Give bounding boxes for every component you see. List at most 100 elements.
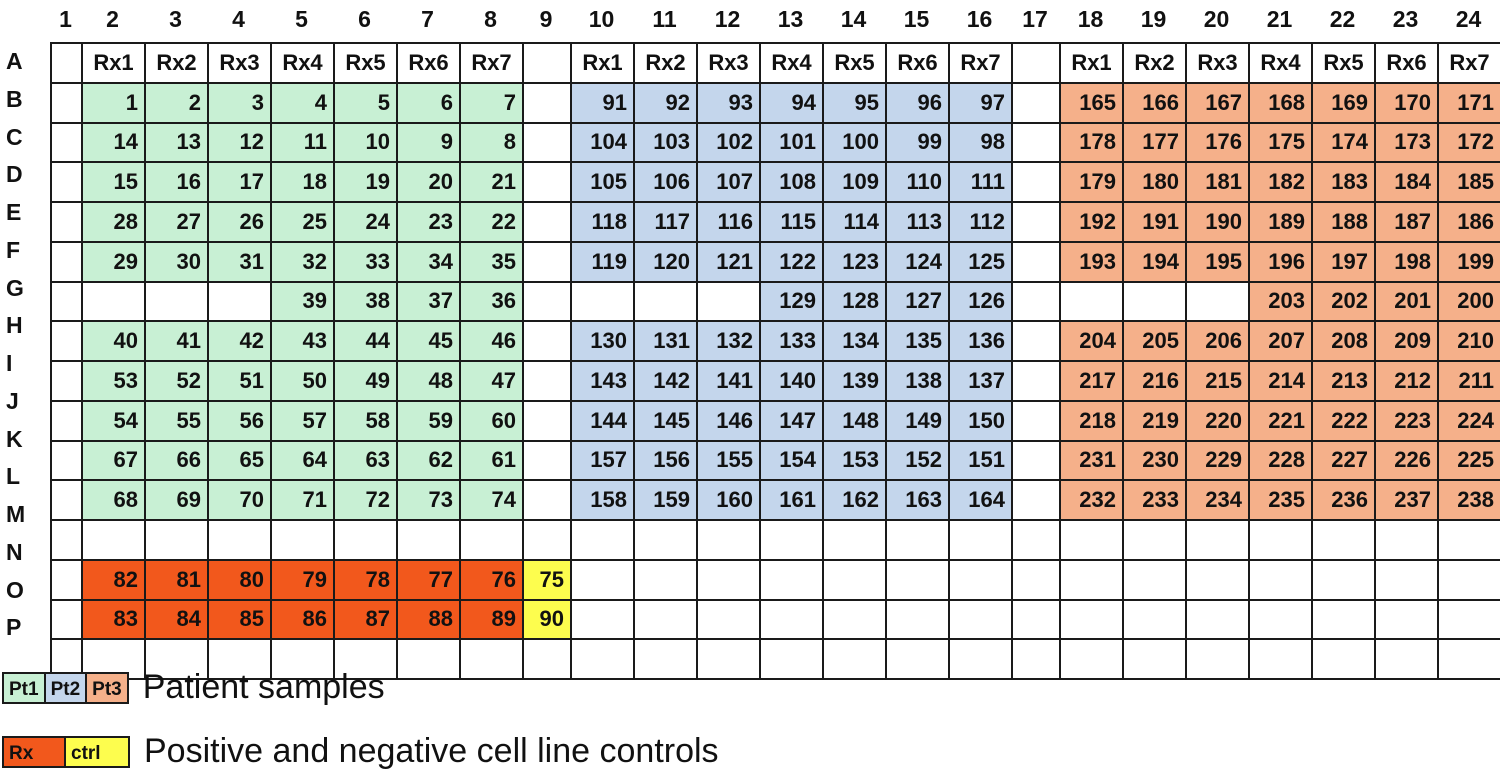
well-cell: 235 xyxy=(1248,479,1313,521)
well-cell xyxy=(522,439,572,482)
well-cell: 220 xyxy=(1185,399,1250,442)
well-cell xyxy=(1011,320,1061,362)
well-cell xyxy=(1248,558,1313,601)
well-cell xyxy=(522,280,572,323)
well-cell: 232 xyxy=(1059,479,1124,521)
well-cell: 116 xyxy=(696,201,761,243)
column-number: 19 xyxy=(1140,6,1167,32)
well-cell: 156 xyxy=(633,439,698,482)
well-cell xyxy=(1185,598,1250,641)
drug-header-cell: Rx2 xyxy=(633,42,698,84)
well-cell: 58 xyxy=(333,399,398,442)
column-number: 7 xyxy=(421,6,434,32)
well-cell: 90 xyxy=(522,598,572,641)
well-cell: 186 xyxy=(1437,201,1500,243)
well-cell xyxy=(570,638,635,680)
well-cell: 223 xyxy=(1374,399,1439,442)
drug-header-cell xyxy=(50,42,83,84)
row-label: E xyxy=(6,199,22,225)
well-cell: 22 xyxy=(459,201,524,243)
row-label: I xyxy=(6,350,13,376)
well-cell xyxy=(570,558,635,601)
drug-header-cell xyxy=(1011,42,1061,84)
well-cell: 70 xyxy=(207,479,272,521)
well-cell: 74 xyxy=(459,479,524,521)
well-cell xyxy=(270,638,335,680)
well-cell: 176 xyxy=(1185,121,1250,164)
legend-patient-text: Patient samples xyxy=(142,668,385,706)
well-cell: 175 xyxy=(1248,121,1313,164)
well-cell xyxy=(1122,638,1187,680)
well-cell: 119 xyxy=(570,240,635,283)
well-cell: 115 xyxy=(759,201,824,243)
drug-header-cell: Rx1 xyxy=(81,42,146,84)
well-cell xyxy=(522,201,572,243)
well-cell: 126 xyxy=(948,280,1013,323)
drug-header-cell: Rx2 xyxy=(1122,42,1187,84)
well-cell: 204 xyxy=(1059,320,1124,362)
well-cell xyxy=(270,519,335,561)
well-cell xyxy=(1122,598,1187,641)
well-cell xyxy=(822,638,887,680)
well-cell: 52 xyxy=(144,360,209,402)
column-number: 13 xyxy=(777,6,804,32)
well-cell: 171 xyxy=(1437,81,1500,124)
well-cell: 26 xyxy=(207,201,272,243)
well-cell: 132 xyxy=(696,320,761,362)
well-cell xyxy=(948,598,1013,641)
well-cell: 50 xyxy=(270,360,335,402)
well-cell: 236 xyxy=(1311,479,1376,521)
well-cell: 32 xyxy=(270,240,335,283)
well-cell xyxy=(1011,81,1061,124)
well-cell: 80 xyxy=(207,558,272,601)
column-number: 10 xyxy=(588,6,615,32)
well-cell xyxy=(1011,280,1061,323)
row-label: O xyxy=(6,576,24,603)
well-cell: 134 xyxy=(822,320,887,362)
well-cell: 187 xyxy=(1374,201,1439,243)
well-cell: 216 xyxy=(1122,360,1187,402)
well-cell xyxy=(1311,638,1376,680)
well-cell: 49 xyxy=(333,360,398,402)
well-cell xyxy=(50,439,83,482)
well-cell xyxy=(50,399,83,442)
well-cell: 230 xyxy=(1122,439,1187,482)
well-cell: 225 xyxy=(1437,439,1500,482)
well-cell: 13 xyxy=(144,121,209,164)
well-cell: 206 xyxy=(1185,320,1250,362)
well-cell: 85 xyxy=(207,598,272,641)
column-number: 16 xyxy=(966,6,993,32)
column-number: 23 xyxy=(1392,6,1419,32)
well-cell: 33 xyxy=(333,240,398,283)
column-number: 11 xyxy=(652,6,677,32)
well-cell: 155 xyxy=(696,439,761,482)
legend-controls-text: Positive and negative cell line controls xyxy=(144,732,719,770)
well-cell: 133 xyxy=(759,320,824,362)
well-cell: 55 xyxy=(144,399,209,442)
legend-patient-samples: Pt1 Pt2 Pt3 Patient samples xyxy=(2,668,385,707)
drug-header-cell: Rx1 xyxy=(1059,42,1124,84)
well-cell: 166 xyxy=(1122,81,1187,124)
well-cell xyxy=(822,558,887,601)
well-cell: 184 xyxy=(1374,161,1439,203)
plate-row xyxy=(50,638,1500,680)
well-cell: 72 xyxy=(333,479,398,521)
well-cell xyxy=(1185,558,1250,601)
well-cell: 59 xyxy=(396,399,461,442)
well-cell: 105 xyxy=(570,161,635,203)
well-cell: 83 xyxy=(81,598,146,641)
well-cell: 196 xyxy=(1248,240,1313,283)
well-cell xyxy=(1185,519,1250,561)
well-cell: 69 xyxy=(144,479,209,521)
well-cell xyxy=(50,479,83,521)
well-cell: 162 xyxy=(822,479,887,521)
well-cell xyxy=(522,121,572,164)
drug-header-cell: Rx3 xyxy=(696,42,761,84)
well-cell: 89 xyxy=(459,598,524,641)
column-number: 22 xyxy=(1329,6,1356,32)
